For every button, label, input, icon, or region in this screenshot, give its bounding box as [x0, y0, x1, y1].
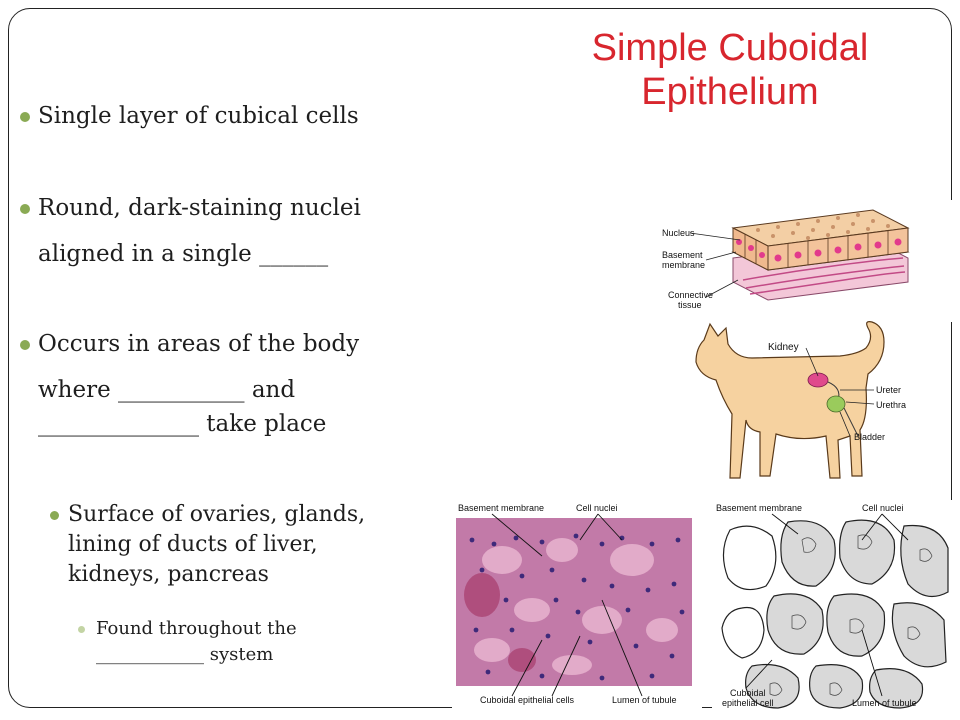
bullet-dot — [20, 112, 30, 122]
micrograph-figure: Basement membrane Cell nuclei Cuboidal e… — [452, 500, 702, 710]
sub-sub-bullet-line-2: ____________ system — [96, 644, 274, 665]
label-urethra: Urethra — [876, 400, 906, 410]
bullet-2-line-1: Round, dark-staining nuclei — [38, 195, 361, 221]
bullet-dot — [20, 204, 30, 214]
micro-label-lumen: Lumen of tubule — [612, 695, 677, 705]
bullet-2: Round, dark-staining nuclei aligned in a… — [20, 191, 361, 271]
micro-label-basement: Basement membrane — [458, 503, 544, 513]
bullet-3-line-3: ______________ take place — [38, 411, 327, 437]
title-line-2: Epithelium — [641, 71, 819, 113]
slide-title: Simple Cuboidal Epithelium — [520, 26, 940, 114]
bullet-dot — [50, 511, 59, 520]
drawing-label-cuboidal-1: Cuboidal — [730, 688, 766, 698]
sub-bullet: Surface of ovaries, glands, lining of du… — [50, 500, 365, 590]
sub-bullet-line-3: kidneys, pancreas — [68, 562, 269, 587]
label-connective-2: tissue — [678, 300, 702, 310]
drawing-label-nuclei: Cell nuclei — [862, 503, 904, 513]
bullet-dot — [20, 340, 30, 350]
label-basement-2: membrane — [662, 260, 705, 270]
line-drawing-figure: Basement membrane Cell nuclei Cuboidal e… — [712, 500, 952, 712]
micro-label-cuboidal: Cuboidal epithelial cells — [480, 695, 575, 705]
drawing-label-lumen: Lumen of tubule — [852, 698, 917, 708]
label-kidney: Kidney — [768, 342, 799, 353]
micro-label-nuclei: Cell nuclei — [576, 503, 618, 513]
label-connective-1: Connective — [668, 290, 713, 300]
sub-bullet-line-2: lining of ducts of liver, — [68, 532, 318, 557]
bullet-1: Single layer of cubical cells — [20, 99, 359, 133]
sub-bullet-line-1: Surface of ovaries, glands, — [68, 502, 366, 527]
sub-sub-bullet: Found throughout the ____________ system — [78, 616, 297, 668]
drawing-label-cuboidal-2: epithelial cell — [722, 698, 774, 708]
bullet-3: Occurs in areas of the body where ______… — [20, 327, 359, 441]
label-nucleus: Nucleus — [662, 228, 695, 238]
bullet-2-line-2: aligned in a single ______ — [38, 241, 329, 267]
bullet-dot — [78, 626, 85, 633]
bullet-1-line-1: Single layer of cubical cells — [38, 103, 359, 129]
bullet-3-line-2: where ___________ and — [38, 377, 296, 403]
sub-sub-bullet-line-1: Found throughout the — [96, 618, 297, 639]
drawing-label-basement: Basement membrane — [716, 503, 802, 513]
label-ureter: Ureter — [876, 385, 901, 395]
bullet-3-line-1: Occurs in areas of the body — [38, 331, 360, 357]
label-basement-1: Basement — [662, 250, 703, 260]
label-bladder: Bladder — [854, 432, 885, 442]
tissue-block-figure: Nucleus Basement membrane Connective tis… — [648, 200, 954, 322]
cat-figure: Kidney Ureter Urethra Bladder — [695, 321, 906, 479]
title-line-1: Simple Cuboidal — [591, 27, 869, 69]
